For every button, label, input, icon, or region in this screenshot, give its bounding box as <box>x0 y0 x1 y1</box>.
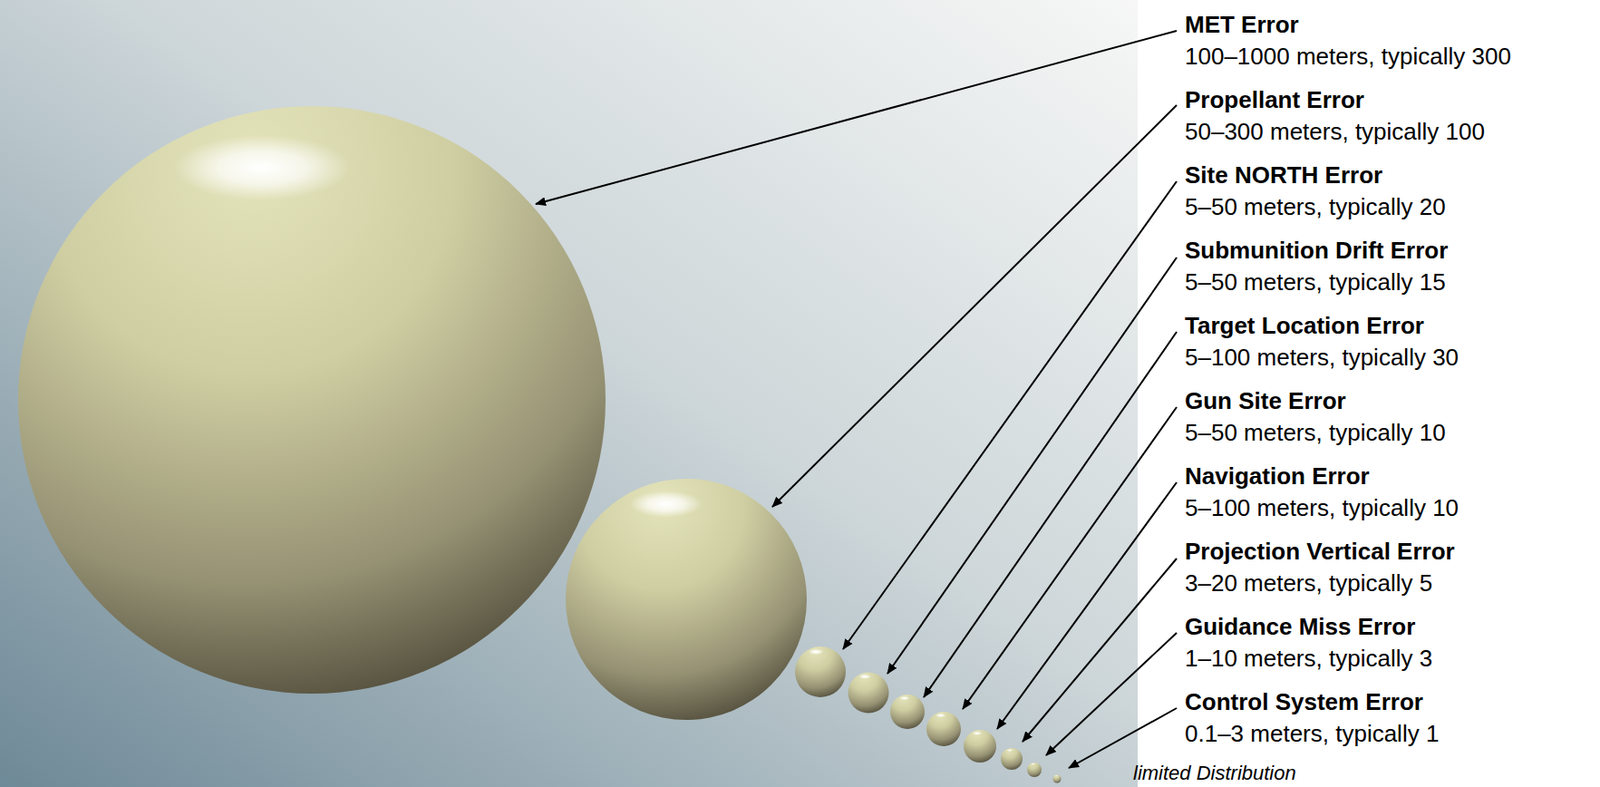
sphere-body <box>18 106 606 694</box>
error-sphere <box>963 729 997 763</box>
sphere-highlight <box>808 649 825 655</box>
sphere-highlight <box>174 135 350 200</box>
leader-arrow <box>997 482 1177 729</box>
error-sphere <box>18 106 606 694</box>
sphere-highlight <box>972 731 983 736</box>
sphere-body <box>848 672 890 714</box>
sphere-body <box>890 694 925 729</box>
error-range: 5–100 meters, typically 10 <box>1184 494 1459 522</box>
error-sphere <box>1000 747 1023 770</box>
sphere-body <box>565 478 807 720</box>
leader-arrow <box>1022 558 1177 742</box>
leader-arrow <box>923 331 1177 698</box>
error-range: 5–50 meters, typically 10 <box>1184 418 1446 447</box>
leader-arrow <box>535 30 1177 204</box>
sphere-highlight <box>629 490 702 517</box>
error-name: Navigation Error <box>1184 462 1370 490</box>
leader-arrow <box>772 105 1177 507</box>
error-range: 3–20 meters, typically 5 <box>1184 569 1433 597</box>
sphere-highlight <box>935 713 946 718</box>
sphere-body <box>926 711 961 747</box>
error-range: 5–50 meters, typically 20 <box>1184 193 1446 221</box>
leader-arrow <box>843 181 1177 650</box>
sphere-highlight <box>1006 748 1013 752</box>
error-name: Propellant Error <box>1184 86 1365 114</box>
sphere-highlight <box>1055 774 1058 776</box>
sphere-body <box>1000 747 1023 770</box>
error-name: Guidance Miss Error <box>1184 612 1416 640</box>
error-sphere <box>565 478 807 720</box>
error-range: 1–10 meters, typically 3 <box>1184 644 1433 672</box>
error-name: Gun Site Error <box>1184 387 1347 415</box>
distribution-note: limited Distribution <box>1133 761 1297 786</box>
error-name: MET Error <box>1184 10 1300 39</box>
error-sphere <box>848 672 890 714</box>
sphere-highlight <box>899 696 910 700</box>
leader-arrow <box>1068 707 1177 768</box>
error-sphere <box>795 646 846 698</box>
leader-arrow <box>1046 632 1177 756</box>
sphere-highlight <box>1030 763 1036 766</box>
error-sphere <box>1027 762 1042 777</box>
error-range: 0.1–3 meters, typically 1 <box>1184 719 1439 747</box>
error-name: Submunition Drift Error <box>1184 236 1448 264</box>
error-name: Projection Vertical Error <box>1184 537 1455 565</box>
sphere-body <box>1053 775 1062 784</box>
error-range: 50–300 meters, typically 100 <box>1184 117 1485 146</box>
sphere-body <box>1027 762 1042 777</box>
background-gradient <box>0 0 1138 787</box>
error-name: Target Location Error <box>1184 311 1425 340</box>
error-name: Site NORTH Error <box>1184 161 1383 189</box>
error-sphere <box>1053 775 1062 784</box>
error-range: 5–50 meters, typically 15 <box>1184 268 1446 296</box>
error-sphere <box>890 694 925 729</box>
error-range: 5–100 meters, typically 30 <box>1184 343 1459 371</box>
error-name: Control System Error <box>1184 688 1424 716</box>
error-range: 100–1000 meters, typically 300 <box>1184 42 1512 70</box>
sphere-body <box>963 729 997 763</box>
sphere-body <box>795 646 846 698</box>
error-sphere <box>926 711 961 747</box>
sphere-highlight <box>858 674 872 679</box>
